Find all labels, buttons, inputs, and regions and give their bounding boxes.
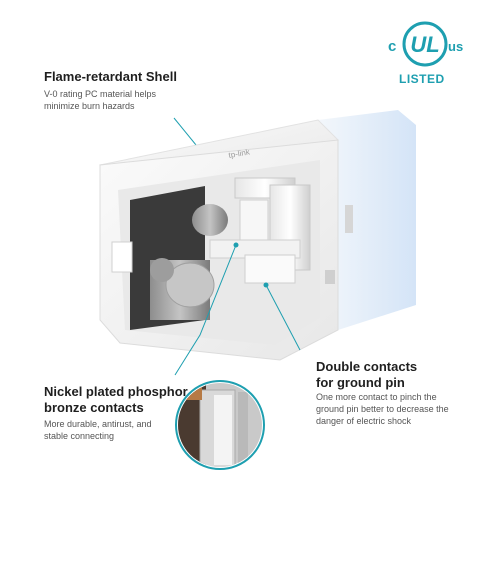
ground-desc-line: ground pin better to decrease the	[316, 404, 449, 414]
shell-desc-line: minimize burn hazards	[44, 101, 135, 111]
nickel-desc-line: More durable, antirust, and	[44, 419, 152, 429]
ul-c-text: c	[388, 38, 396, 55]
nickel-feature-title: Nickel plated phosphor bronze contacts	[44, 384, 204, 416]
brand-mark: tp-link	[228, 147, 252, 160]
nickel-title-line: bronze contacts	[44, 400, 144, 415]
ground-desc-line: One more contact to pinch the	[316, 392, 437, 402]
ground-title-line: Double contacts	[316, 359, 418, 374]
cylinder-top-back	[192, 204, 228, 236]
ul-center-text: UL	[410, 32, 439, 57]
ground-pointer-dot	[263, 282, 269, 288]
cylinder-cap-side	[150, 258, 174, 282]
nickel-feature-description: More durable, antirust, and stable conne…	[44, 418, 174, 442]
nickel-pointer-line	[174, 244, 237, 376]
shell-right-face	[318, 110, 416, 330]
shell-bottom-notch	[325, 270, 335, 284]
ground-feature-title: Double contacts for ground pin	[316, 359, 486, 391]
ul-circle	[402, 21, 448, 67]
shell-side-notch	[345, 205, 353, 233]
shell-desc-line: V-0 rating PC material helps	[44, 89, 157, 99]
ground-desc-line: danger of electric shock	[316, 416, 412, 426]
ul-us-text: us	[448, 39, 463, 54]
cylinder-cap	[165, 262, 215, 308]
ul-listed-logo: c UL us	[388, 21, 463, 67]
ground-contact	[244, 254, 296, 284]
shell-feature-description: V-0 rating PC material helps minimize bu…	[44, 88, 204, 112]
ground-feature-description: One more contact to pinch the ground pin…	[316, 391, 471, 427]
nickel-pointer-dot	[233, 242, 239, 248]
shell-feature-title: Flame-retardant Shell	[44, 69, 177, 84]
metal-contact-tab	[239, 199, 269, 246]
ul-listed-label: LISTED	[399, 72, 445, 86]
ground-pointer-line	[265, 284, 301, 351]
nickel-desc-line: stable connecting	[44, 431, 115, 441]
shell-left-slot	[111, 241, 133, 273]
ground-title-line: for ground pin	[316, 375, 405, 390]
nickel-title-line: Nickel plated phosphor	[44, 384, 188, 399]
